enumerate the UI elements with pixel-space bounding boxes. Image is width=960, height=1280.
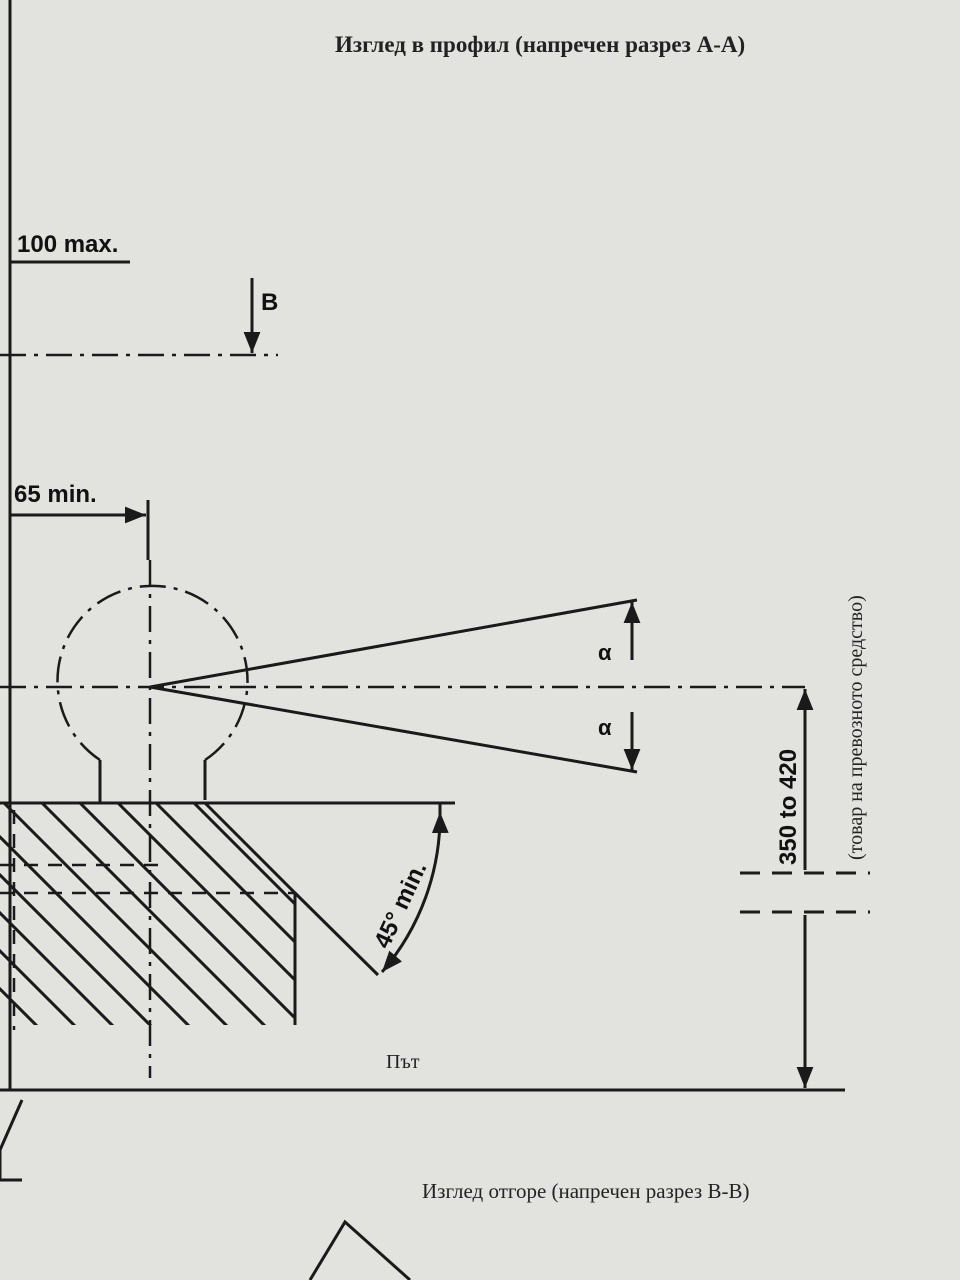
hatch-line bbox=[0, 803, 84, 1025]
label-65-min: 65 min. bbox=[14, 481, 97, 508]
hatch-line bbox=[2, 803, 236, 1025]
bottom-left-fragment bbox=[0, 1099, 24, 1182]
coupling-ball bbox=[56, 584, 249, 762]
hatch-line bbox=[78, 803, 295, 1025]
alpha-lower-line bbox=[149, 685, 638, 774]
label-alpha-bottom: α bbox=[598, 715, 612, 740]
label-100-max: 100 max. bbox=[17, 231, 118, 258]
hatch-line bbox=[0, 803, 122, 1025]
hatched-body-outline bbox=[203, 801, 297, 1025]
label-alpha-top: α bbox=[598, 640, 612, 665]
label-height-range: 350 to 420 bbox=[775, 749, 802, 865]
label-vehicle-load: (товар на превозното средство) bbox=[845, 595, 867, 860]
hatch-line bbox=[116, 803, 295, 1025]
hatch-line bbox=[192, 803, 295, 1025]
drawing-title: Изглед в профил (напречен разрез А-А) bbox=[335, 32, 745, 57]
angle-45-arc bbox=[380, 811, 449, 973]
angle-45-line bbox=[293, 891, 380, 977]
hatch-line bbox=[0, 803, 160, 1025]
bottom-view-title: Изглед отгоре (напречен разрез В-В) bbox=[422, 1179, 749, 1203]
label-road: Път bbox=[386, 1051, 420, 1073]
hatch-line bbox=[0, 803, 46, 1025]
alpha-upper-line bbox=[149, 598, 638, 689]
hatch-line bbox=[40, 803, 274, 1025]
hatching bbox=[0, 803, 538, 1033]
hatch-line bbox=[0, 803, 198, 1025]
bottom-view-fragment bbox=[308, 1219, 411, 1280]
hatch-line bbox=[230, 803, 295, 1025]
label-section-b: B bbox=[261, 289, 278, 316]
hatch-line bbox=[154, 803, 295, 1025]
hatch-line bbox=[308, 803, 538, 1033]
